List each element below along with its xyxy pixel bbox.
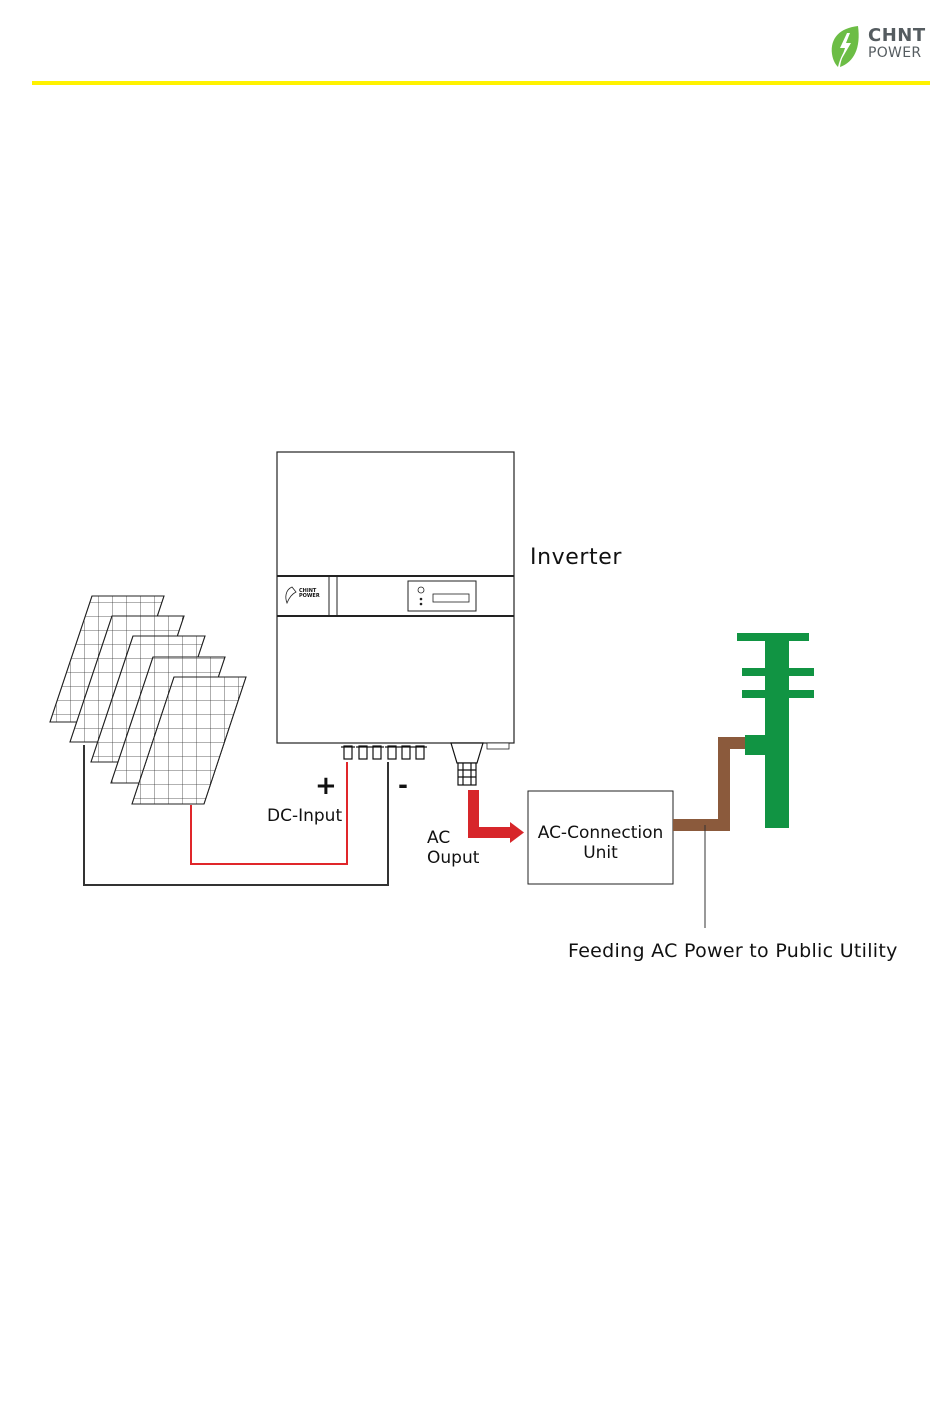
- utility-cable: [673, 743, 745, 825]
- dc-input-label: DC-Input: [267, 807, 342, 827]
- ac-output-label: AC Ouput: [427, 828, 479, 868]
- inverter: [277, 452, 514, 749]
- ac-output-line2: Ouput: [427, 848, 479, 868]
- inverter-badge-text: CHINT POWER: [299, 589, 320, 599]
- ac-connection-unit-label: AC-Connection Unit: [528, 823, 673, 863]
- inverter-badge-line2: POWER: [299, 593, 320, 599]
- ac-connection-line1: AC-Connection: [538, 823, 664, 843]
- ac-connection-line2: Unit: [583, 843, 618, 863]
- feeding-label: Feeding AC Power to Public Utility: [568, 941, 898, 963]
- utility-pole: [737, 633, 814, 828]
- ac-output-line1: AC: [427, 828, 450, 848]
- inverter-label: Inverter: [530, 545, 622, 570]
- dc-connectors: [341, 746, 427, 759]
- dc-minus-sign: -: [398, 772, 408, 800]
- solar-panel-array: [50, 596, 246, 804]
- dc-plus-sign: +: [315, 772, 337, 802]
- inverter-lcd: [433, 594, 469, 602]
- ac-output-gland: [451, 743, 483, 785]
